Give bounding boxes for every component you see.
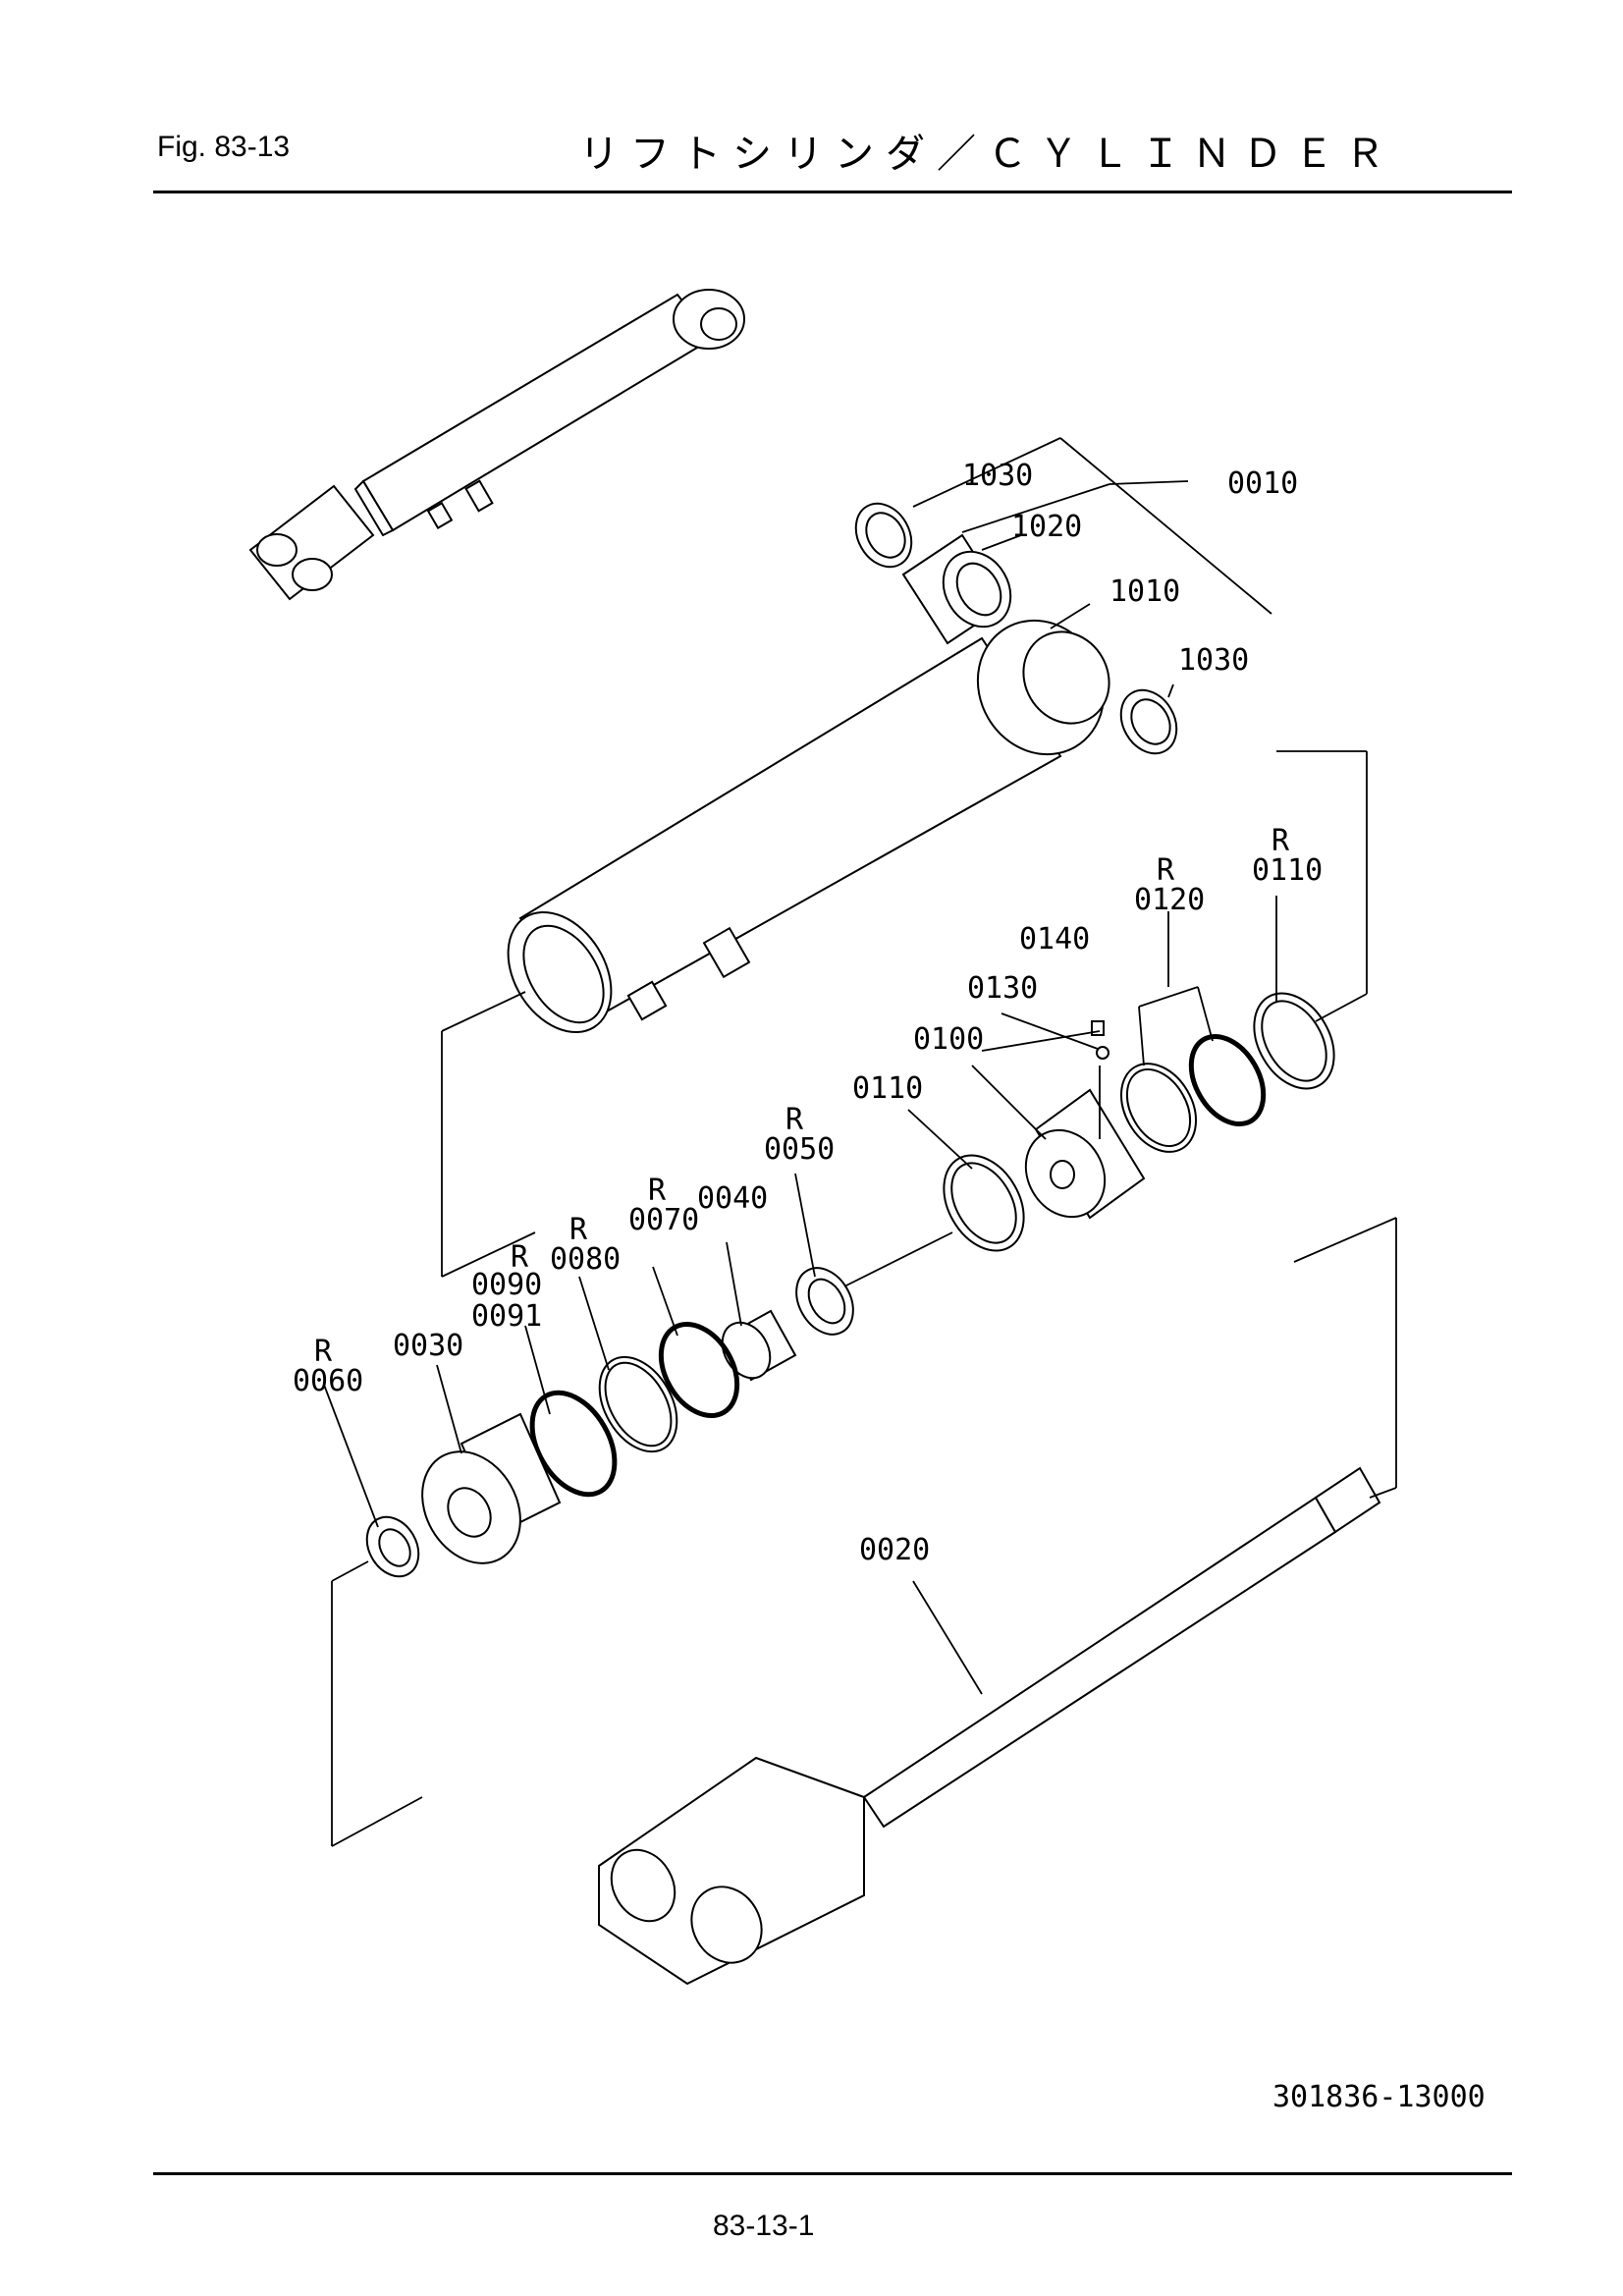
callout-1020: 1020 (1011, 510, 1082, 544)
o-ring-0090 (529, 1390, 618, 1498)
o-ring-0120 (1188, 1033, 1267, 1127)
figure-title: リフトシリンダ／ＣＹＬＩＮＤＥＲ (579, 132, 1396, 177)
header-rule (153, 191, 1512, 193)
callout-r-0050: R (785, 1103, 804, 1137)
leader-lines (323, 437, 1397, 1847)
page-number: 83-13-1 (713, 2210, 815, 2242)
rod-guide-0030 (421, 1412, 562, 1564)
footer-rule (153, 2172, 1512, 2175)
dust-seal-0060 (365, 1515, 420, 1578)
backup-ring-0080 (598, 1355, 678, 1453)
callout-r-0120: R (1157, 853, 1175, 888)
callout-0010: 0010 (1227, 466, 1298, 501)
dust-seal-1030-lower (1119, 688, 1178, 755)
callout-0080: 0080 (550, 1242, 621, 1277)
callout-1010: 1010 (1109, 574, 1180, 609)
callout-0020: 0020 (859, 1533, 930, 1567)
callout-0110-lower: 0110 (852, 1071, 923, 1106)
callout-0140: 0140 (1019, 922, 1090, 957)
callout-1030-upper: 1030 (962, 459, 1033, 493)
piston-rod-0020 (598, 1466, 1381, 1986)
backup-ring-0120 (1120, 1063, 1197, 1153)
assembled-cylinder-overview (248, 289, 745, 601)
wear-ring-0110-upper (1253, 992, 1335, 1090)
callout-0120: 0120 (1134, 883, 1205, 917)
drawing-number: 301836-13000 (1272, 2080, 1486, 2114)
rod-seal-0050 (795, 1267, 854, 1336)
page-header: Fig. 83-13 リフトシリンダ／ＣＹＬＩＮＤＥＲ (0, 0, 1623, 196)
callout-labels: 1030 1020 0010 1010 1030 R 0110 R 0120 0… (293, 459, 1323, 1567)
callout-0110-upper: 0110 (1252, 853, 1323, 888)
steel-ball-0130 (1096, 1046, 1109, 1060)
callout-0040: 0040 (697, 1181, 768, 1216)
callout-0130: 0130 (967, 971, 1038, 1006)
bushing-1020 (901, 533, 1012, 645)
wear-ring-0110-lower (943, 1154, 1025, 1252)
callout-0060: 0060 (293, 1364, 363, 1398)
callout-r-0080: R (569, 1213, 588, 1247)
dust-seal-1030-upper (854, 502, 913, 569)
callout-0070: 0070 (628, 1203, 699, 1237)
callout-0091: 0091 (471, 1299, 542, 1334)
callout-1030-lower: 1030 (1178, 643, 1249, 678)
callout-r-0060: R (314, 1335, 333, 1369)
callout-0100: 0100 (913, 1022, 984, 1057)
callout-0030: 0030 (393, 1329, 463, 1363)
callout-r-0070: R (648, 1174, 667, 1208)
callout-0090: 0090 (471, 1268, 542, 1302)
cylinder-tube (507, 619, 1110, 1034)
piston-0100 (1024, 1088, 1146, 1220)
callout-0050: 0050 (764, 1132, 835, 1167)
figure-label: Fig. 83-13 (157, 131, 291, 163)
callout-r-0110-upper: R (1271, 824, 1290, 858)
callout-r-0090: R (511, 1240, 529, 1275)
